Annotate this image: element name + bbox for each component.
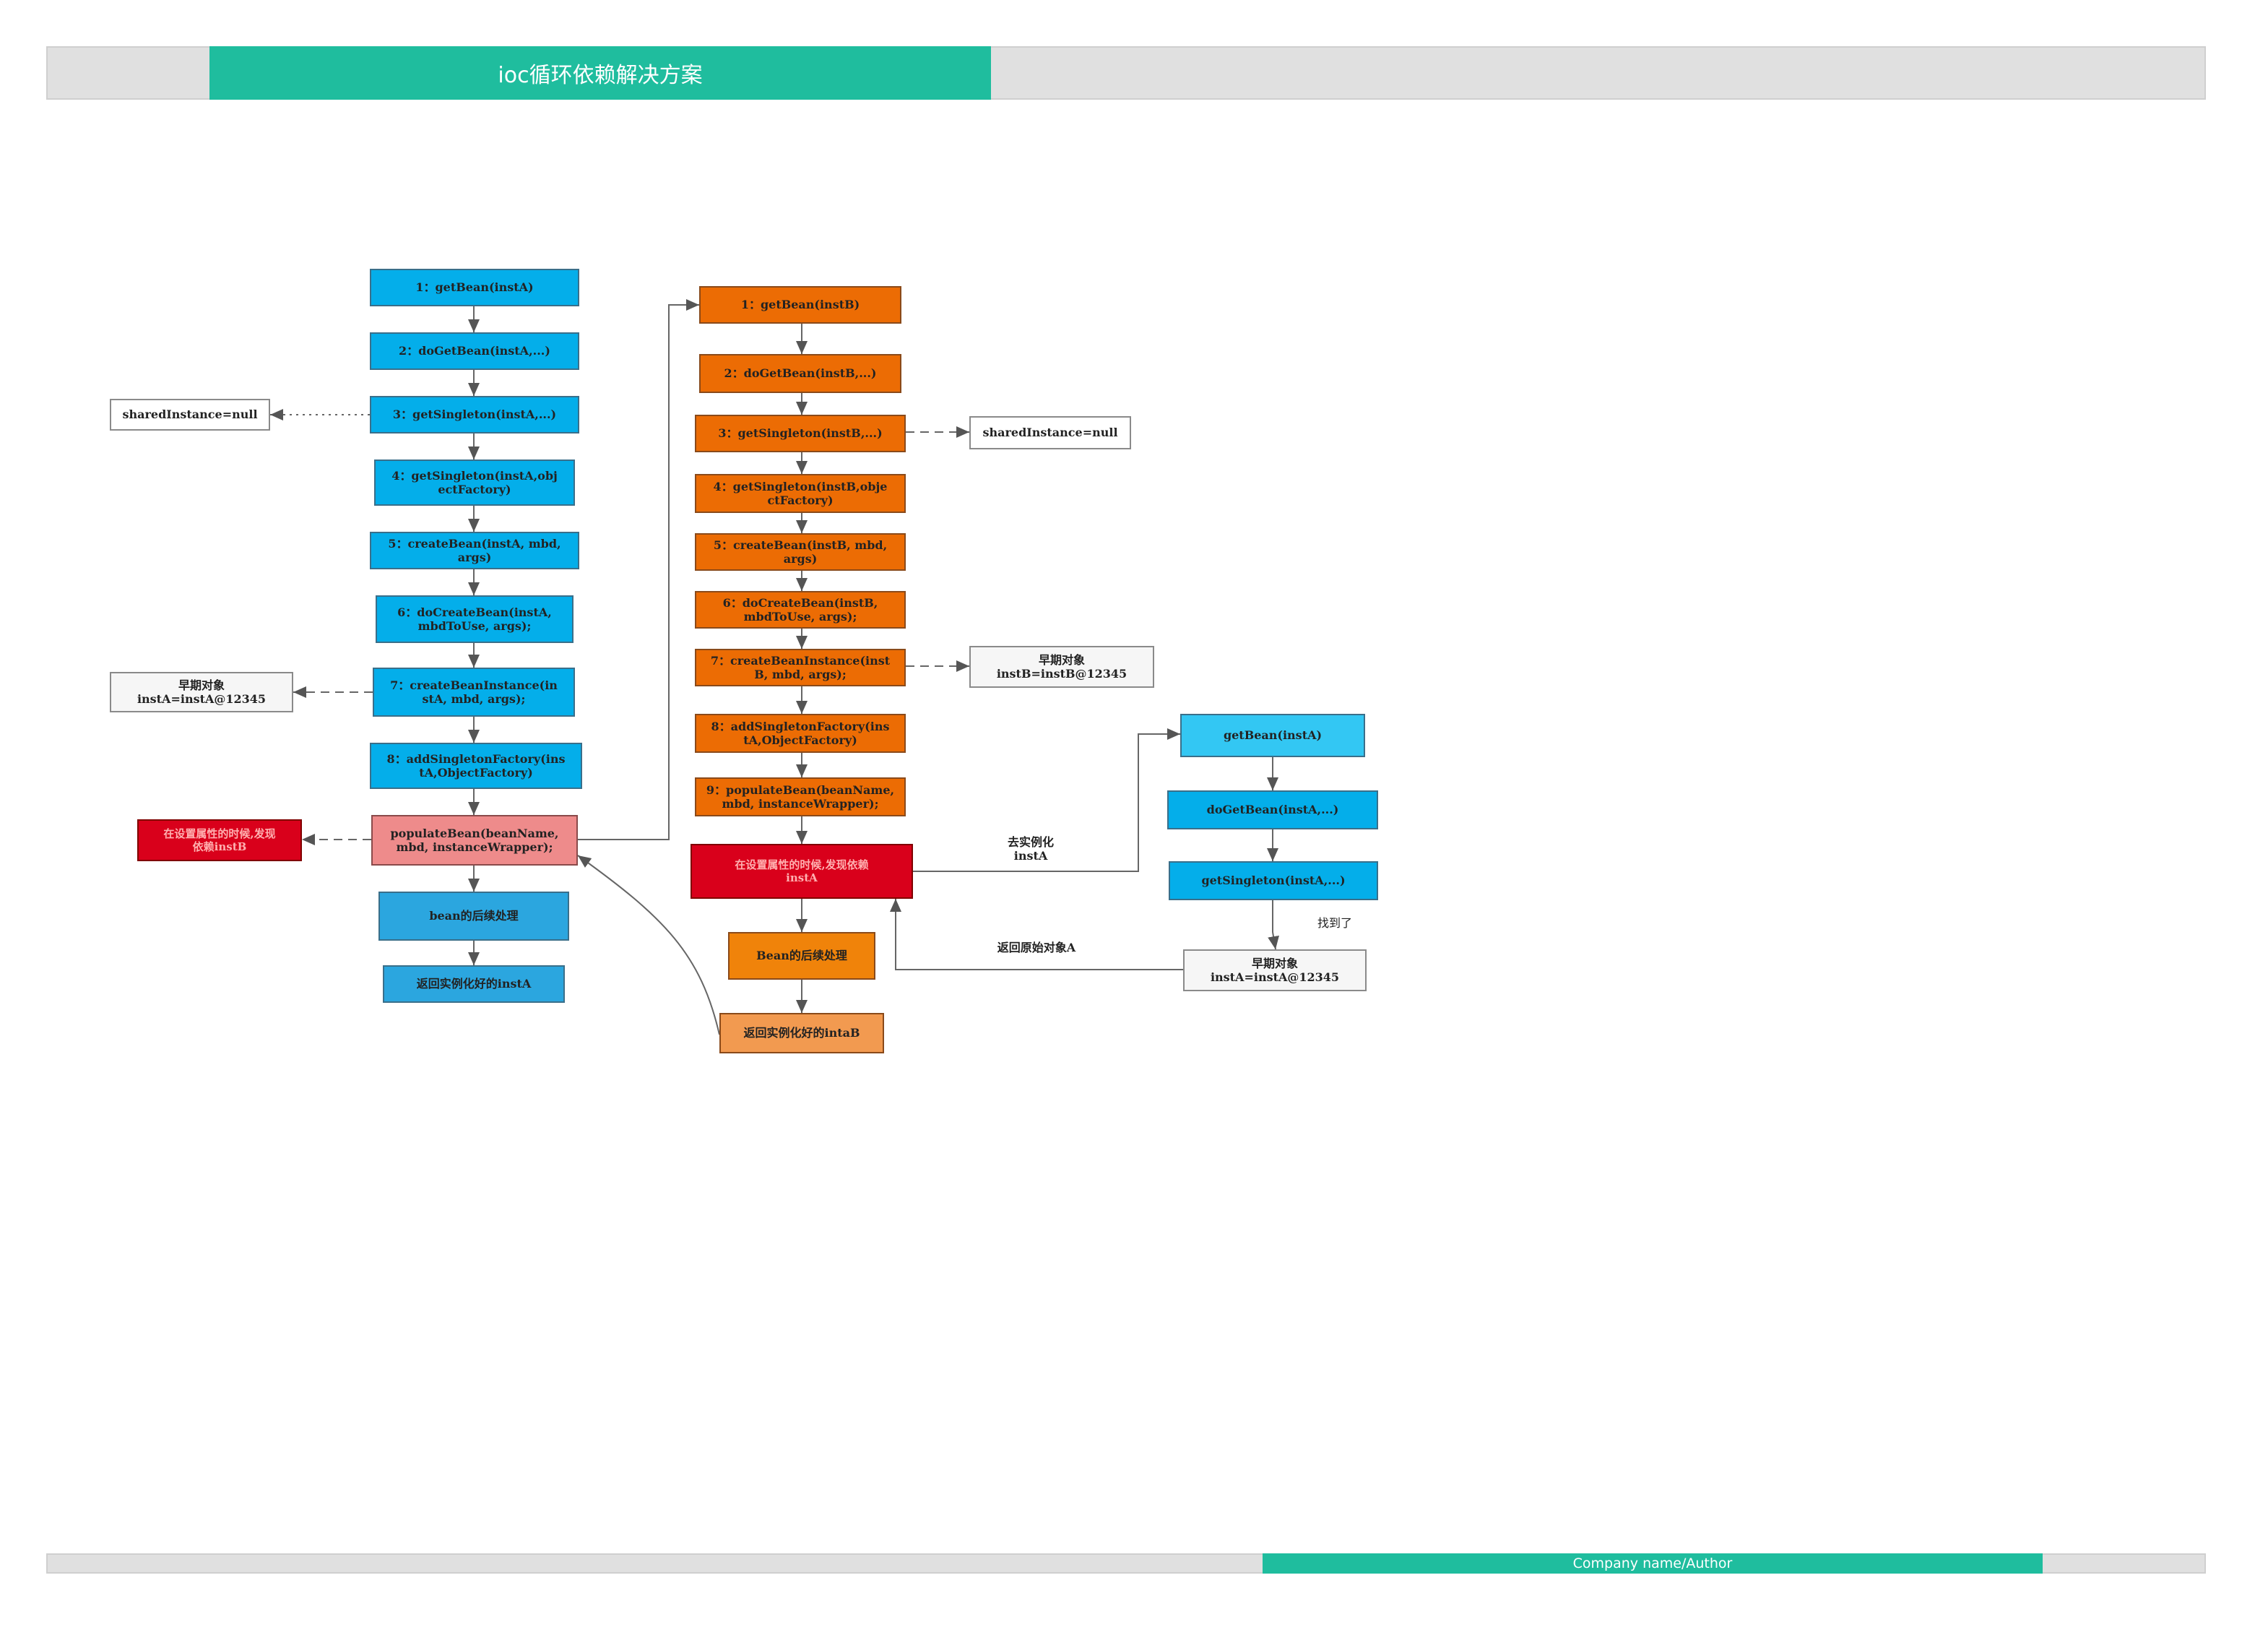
label-found-it: 找到了	[1317, 916, 1352, 930]
left-step-7-createbeaninstance: 7：createBeanInstance(in stA, mbd, args);	[373, 668, 575, 717]
right-early-object: 早期对象 instB=instB@12345	[969, 646, 1154, 688]
left-dependency-insta-needs-instb: 在设置属性的时候,发现 依赖instB	[137, 819, 302, 861]
left-step-6-docreatebean: 6：doCreateBean(instA, mbdToUse, args);	[376, 595, 574, 643]
right-step-5-createbean: 5：createBean(instB, mbd, args)	[695, 533, 906, 571]
right-step-9-populatebean: 9：populateBean(beanName, mbd, instanceWr…	[695, 777, 906, 816]
left-step-9-populatebean: populateBean(beanName, mbd, instanceWrap…	[371, 815, 578, 866]
lookup-getbean-insta: getBean(instA)	[1180, 714, 1365, 757]
lookup-getsingleton-insta: getSingleton(instA,...)	[1169, 861, 1378, 900]
right-shared-instance-null: sharedInstance=null	[969, 416, 1131, 449]
right-step-8-addsingletonfactory: 8：addSingletonFactory(ins tA,ObjectFacto…	[695, 714, 906, 753]
right-step-10-post-processing: Bean的后续处理	[728, 932, 875, 980]
lookup-dogetbean-insta: doGetBean(instA,...)	[1167, 790, 1378, 829]
left-step-11-return-insta: 返回实例化好的instA	[383, 965, 565, 1003]
left-shared-instance-null: sharedInstance=null	[110, 399, 270, 431]
right-step-6-docreatebean: 6：doCreateBean(instB, mbdToUse, args);	[695, 591, 906, 629]
label-return-raw-object-a: 返回原始对象A	[997, 941, 1076, 954]
left-step-2-dogetbean: 2：doGetBean(instA,...)	[370, 332, 579, 370]
left-step-4-getsingleton-factory: 4：getSingleton(instA,obj ectFactory)	[374, 460, 575, 506]
right-step-3-getsingleton: 3：getSingleton(instB,...)	[695, 415, 906, 452]
right-step-2-dogetbean: 2：doGetBean(instB,...)	[699, 354, 901, 393]
left-step-10-post-processing: bean的后续处理	[378, 892, 569, 941]
right-step-4-getsingleton-factory: 4：getSingleton(instB,obje ctFactory)	[695, 474, 906, 513]
left-step-1-getbean: 1：getBean(instA)	[370, 269, 579, 306]
left-early-object: 早期对象 instA=instA@12345	[110, 672, 293, 712]
label-go-instantiate-insta: 去实例化 instA	[1007, 835, 1054, 863]
page-title: ioc循环依赖解决方案	[209, 46, 991, 100]
right-step-11-return-intab: 返回实例化好的intaB	[719, 1013, 884, 1053]
right-step-7-createbeaninstance: 7：createBeanInstance(inst B, mbd, args);	[695, 649, 906, 686]
footer-author: Company name/Author	[1263, 1553, 2043, 1574]
left-step-3-getsingleton: 3：getSingleton(instA,...)	[370, 396, 579, 433]
right-step-1-getbean: 1：getBean(instB)	[699, 286, 901, 324]
lookup-found-early-object: 早期对象 instA=instA@12345	[1183, 949, 1367, 991]
left-step-5-createbean: 5：createBean(instA, mbd, args)	[370, 532, 579, 569]
right-dependency-instb-needs-insta: 在设置属性的时候,发现依赖 instA	[691, 844, 913, 899]
left-step-8-addsingletonfactory: 8：addSingletonFactory(ins tA,ObjectFacto…	[370, 743, 582, 789]
